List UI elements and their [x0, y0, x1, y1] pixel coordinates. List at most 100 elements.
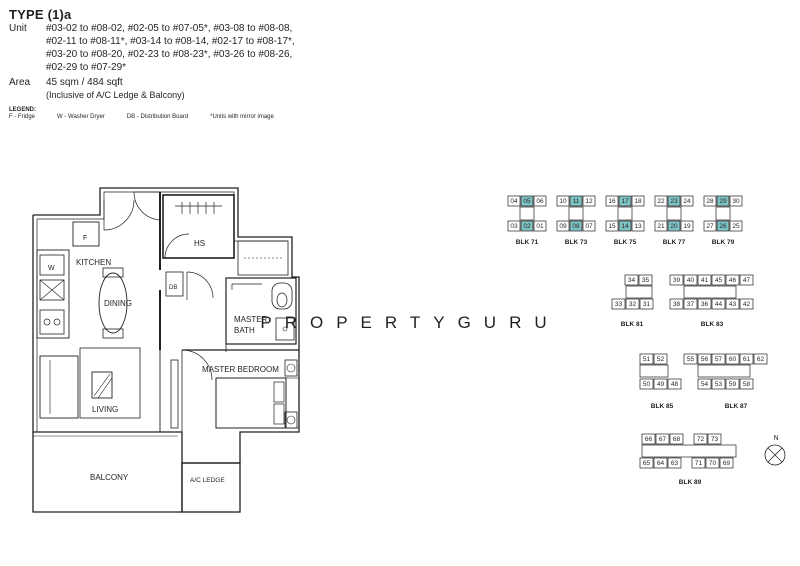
unit-number: 16	[608, 198, 616, 205]
unit-cell	[569, 220, 583, 232]
unit-number: 17	[621, 198, 629, 205]
unit-number: 24	[683, 198, 691, 205]
unit-number: 44	[715, 301, 723, 308]
unit-cell	[729, 195, 743, 207]
unit-number: 45	[715, 277, 723, 284]
unit-cell	[705, 457, 720, 469]
unit-type-title: TYPE (1)a	[9, 7, 72, 22]
fridge	[72, 221, 100, 247]
unit-number: 33	[615, 301, 623, 308]
unit-number: 26	[719, 223, 727, 230]
coffee-table	[91, 371, 113, 399]
unit-number: 50	[643, 381, 651, 388]
sofa	[39, 355, 79, 419]
block-label: BLK 87	[725, 403, 748, 410]
unit-number: 55	[687, 356, 695, 363]
legend-item: DB - Distribution Board	[126, 114, 189, 120]
unit-cell	[654, 195, 668, 207]
master-bath	[225, 277, 297, 345]
block-core	[617, 206, 633, 221]
toilet	[271, 282, 293, 310]
unit-line: #02-11 to #08-11*, #03-14 to #08-14, #02…	[46, 36, 295, 47]
sink	[39, 279, 65, 301]
coffee-table-detail	[97, 377, 113, 399]
unit-cell	[653, 353, 668, 365]
unit-number: 25	[732, 223, 740, 230]
unit-cell	[693, 433, 708, 445]
hob	[39, 309, 65, 335]
unit-cell	[641, 433, 656, 445]
block-label: BLK 79	[712, 239, 735, 246]
unit-cell	[711, 274, 726, 286]
unit-number: 37	[687, 301, 695, 308]
unit-number: 06	[536, 198, 544, 205]
area-label: Area	[9, 77, 31, 88]
unit-cell	[605, 220, 619, 232]
toilet-bowl	[276, 292, 288, 308]
block-core	[666, 206, 682, 221]
unit-cell	[667, 195, 681, 207]
ac-ledge	[181, 462, 241, 513]
unit-line: #02-29 to #07-29*	[46, 62, 127, 73]
basin-drain	[282, 326, 288, 332]
room-label-dining: DINING	[104, 299, 132, 308]
unit-cell	[703, 195, 717, 207]
unit-cell	[533, 220, 547, 232]
pillow	[273, 381, 285, 403]
washer	[39, 254, 65, 276]
north-label: N	[773, 435, 778, 442]
unit-line: #03-20 to #08-20, #02-23 to #08-23*, #03…	[46, 49, 293, 60]
unit-number: 20	[670, 223, 678, 230]
unit-number: 64	[657, 460, 665, 467]
unit-cell	[507, 220, 521, 232]
washer-symbol: W	[48, 265, 55, 272]
unit-cell	[654, 220, 668, 232]
unit-cell	[533, 195, 547, 207]
hob-burner	[53, 318, 61, 326]
block-core	[715, 206, 731, 221]
basin	[275, 317, 295, 341]
unit-cell	[631, 220, 645, 232]
bedside-lamp	[286, 363, 296, 373]
unit-number: 60	[729, 356, 737, 363]
unit-cell	[669, 274, 684, 286]
unit-cell	[703, 220, 717, 232]
unit-cell	[719, 457, 734, 469]
block-label: BLK 73	[565, 239, 588, 246]
unit-number: 48	[671, 381, 679, 388]
unit-cell	[669, 298, 684, 310]
block-label: BLK 85	[651, 403, 674, 410]
unit-number: 73	[711, 436, 719, 443]
unit-number: 70	[709, 460, 717, 467]
unit-cell	[739, 298, 754, 310]
coffee-table-detail	[93, 373, 111, 397]
unit-number: 03	[510, 223, 518, 230]
unit-cell	[605, 195, 619, 207]
unit-cell	[667, 378, 682, 390]
unit-number: 58	[743, 381, 751, 388]
unit-cell	[725, 353, 740, 365]
living-rug	[79, 347, 141, 419]
bedside-table	[284, 359, 298, 377]
pillow	[273, 403, 285, 425]
unit-number: 13	[634, 223, 642, 230]
north-arrow-icon: N	[764, 435, 786, 466]
unit-number: 05	[523, 198, 531, 205]
unit-number: 51	[643, 356, 651, 363]
unit-number: 63	[671, 460, 679, 467]
unit-cell	[683, 274, 698, 286]
unit-number: 04	[510, 198, 518, 205]
unit-cell	[639, 353, 654, 365]
unit-cell	[680, 195, 694, 207]
unit-number: 67	[659, 436, 667, 443]
unit-cell	[753, 353, 768, 365]
unit-cell	[569, 195, 583, 207]
dining-table	[98, 272, 128, 334]
unit-number: 01	[536, 223, 544, 230]
area-row: Area 45 sqm / 484 sqft	[9, 76, 409, 89]
unit-number: 71	[695, 460, 703, 467]
unit-cell	[725, 298, 740, 310]
unit-number: 69	[723, 460, 731, 467]
block-core	[519, 206, 535, 221]
